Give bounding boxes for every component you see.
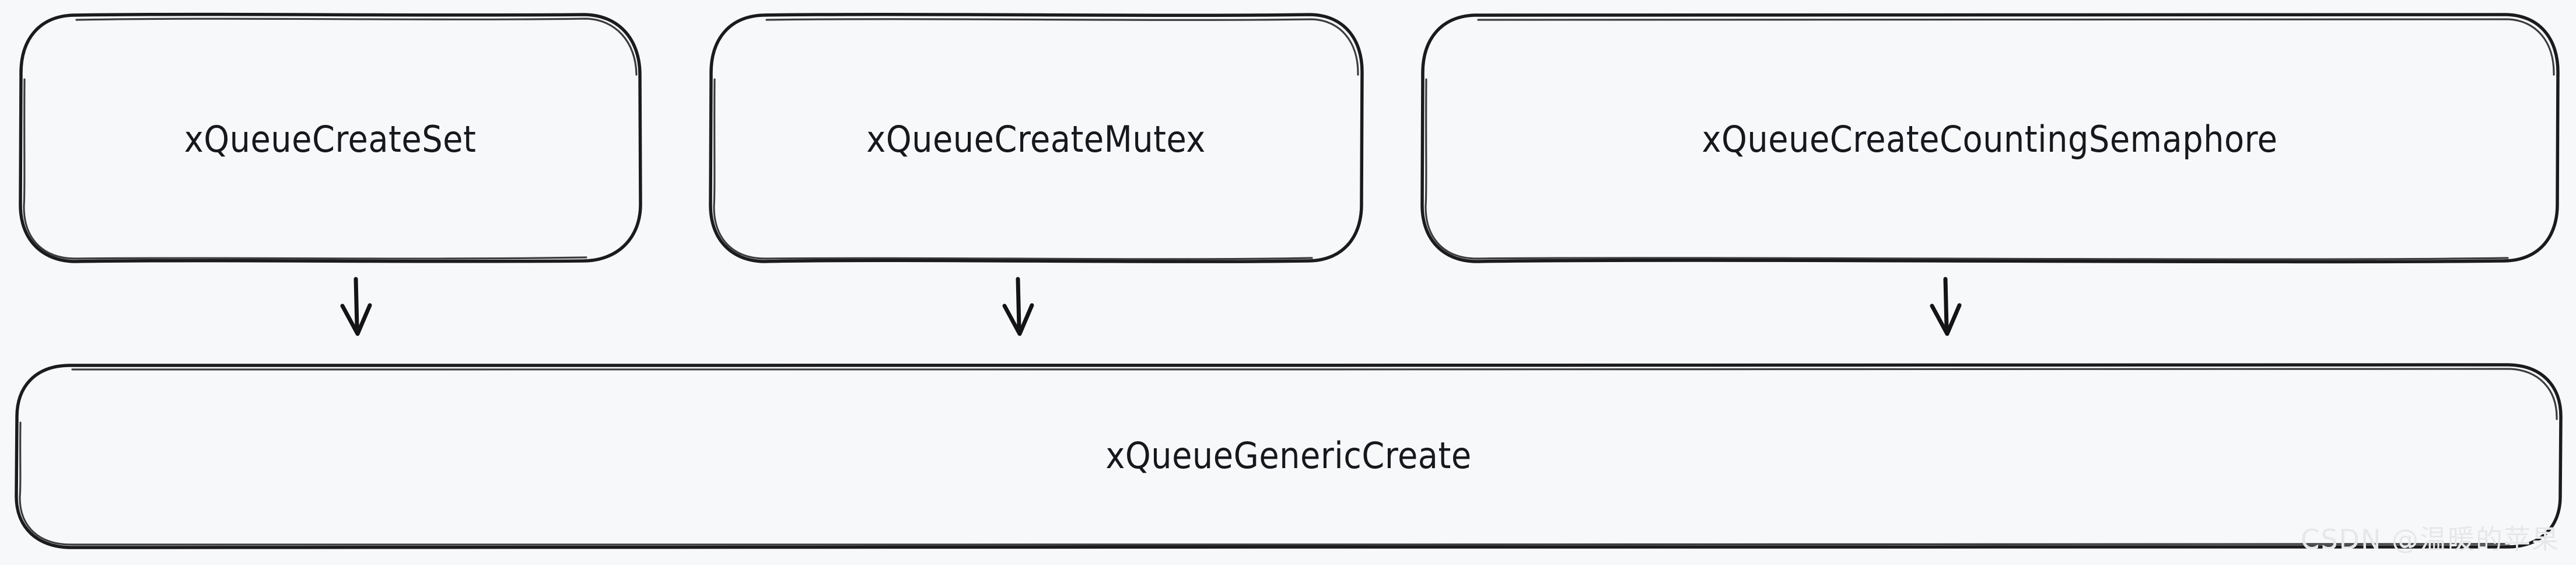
node-create-set-shape (19, 12, 642, 263)
node-create-counting-semaphore-label: xQueueCreateCountingSemaphore (1702, 118, 2278, 161)
node-generic-create-label: xQueueGenericCreate (1105, 434, 1471, 477)
edge-semaphore-to-generic-line (1943, 277, 1949, 329)
node-create-counting-semaphore-sketch-overlay (1477, 18, 2555, 76)
node-create-mutex[interactable]: xQueueCreateMutex (709, 12, 1364, 263)
csdn-watermark: CSDN @温暖的苹果 (2301, 524, 2560, 555)
edge-set-to-generic (340, 277, 372, 336)
edge-semaphore-to-generic-arrowhead (1930, 303, 1962, 336)
node-create-counting-semaphore-sketch-overlay-2 (1424, 78, 2509, 260)
node-create-set[interactable]: xQueueCreateSet (19, 12, 642, 263)
node-create-set-label: xQueueCreateSet (184, 118, 477, 161)
node-create-mutex-shape (709, 12, 1364, 263)
edge-set-to-generic-arrowhead (340, 303, 372, 336)
edge-mutex-to-generic-arrowhead (1002, 303, 1034, 336)
edge-semaphore-to-generic (1930, 277, 1962, 336)
edge-mutex-to-generic (1002, 277, 1034, 336)
edge-set-to-generic-line (354, 277, 359, 329)
node-create-mutex-label: xQueueCreateMutex (866, 118, 1206, 161)
node-create-counting-semaphore[interactable]: xQueueCreateCountingSemaphore (1420, 12, 2560, 264)
edge-mutex-to-generic-line (1016, 277, 1021, 329)
node-create-set-sketch-overlay (75, 18, 638, 76)
node-create-set-sketch-overlay-2 (23, 78, 587, 260)
node-create-mutex-sketch-overlay-2 (713, 78, 1313, 260)
node-generic-create-shape (15, 362, 2563, 550)
node-create-mutex-sketch-overlay (765, 18, 1359, 76)
node-create-counting-semaphore-shape (1420, 12, 2560, 264)
node-generic-create[interactable]: xQueueGenericCreate (15, 362, 2563, 550)
